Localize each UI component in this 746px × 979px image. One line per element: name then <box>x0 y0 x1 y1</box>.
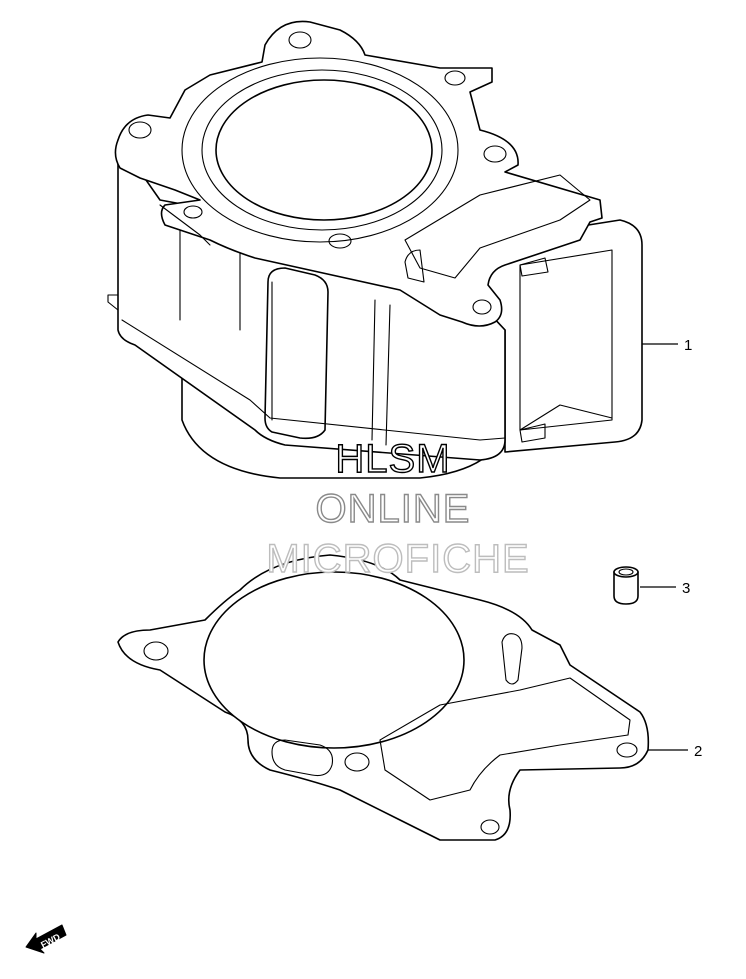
callout-2[interactable]: 2 <box>648 743 702 760</box>
gasket-hole-3 <box>480 819 500 835</box>
cylinder-bore <box>215 79 433 221</box>
bolt-hole-2 <box>128 121 152 139</box>
callout-1[interactable]: 1 <box>642 337 692 354</box>
bolt-hole-5 <box>472 299 492 315</box>
bolt-hole-1 <box>288 31 312 49</box>
watermark-line-1: HLSM <box>335 437 450 481</box>
dowel-pin-hole <box>618 568 634 576</box>
gasket-cam-chain-window <box>379 677 631 801</box>
callout-3-number: 3 <box>682 580 690 597</box>
gasket-oil-slot <box>501 633 523 685</box>
cam-chain-tunnel <box>404 174 591 279</box>
bore-outer-ring <box>181 57 459 243</box>
watermark-line-2: ONLINE <box>316 487 471 531</box>
dowel-pin-body <box>613 571 639 605</box>
dowel-pin-top <box>613 566 639 578</box>
bolt-hole-7 <box>444 70 466 86</box>
callout-1-number: 1 <box>684 337 692 354</box>
gasket-passage <box>271 739 334 777</box>
dowel-pin-part[interactable] <box>613 566 639 605</box>
bolt-hole-4 <box>328 233 352 249</box>
bolt-hole-6 <box>483 145 507 163</box>
cylinder-part[interactable] <box>107 20 643 479</box>
gasket-hole-4 <box>616 742 638 758</box>
watermark: HLSM ONLINE MICROFICHE <box>266 436 530 581</box>
gasket-hole-2 <box>344 752 370 772</box>
gasket-bore <box>203 571 465 749</box>
forward-arrow-icon: FWD <box>25 924 67 954</box>
watermark-line-3: MICROFICHE <box>266 537 529 581</box>
callout-3[interactable]: 3 <box>640 580 690 597</box>
bolt-hole-3 <box>183 205 203 219</box>
gasket-hole-1 <box>143 641 169 661</box>
cylinder-body-recess <box>519 249 613 431</box>
callout-2-number: 2 <box>694 743 702 760</box>
bore-middle-ring <box>201 69 443 231</box>
cylinder-fin-1 <box>264 267 329 440</box>
cylinder-gasket-part[interactable] <box>117 554 650 841</box>
